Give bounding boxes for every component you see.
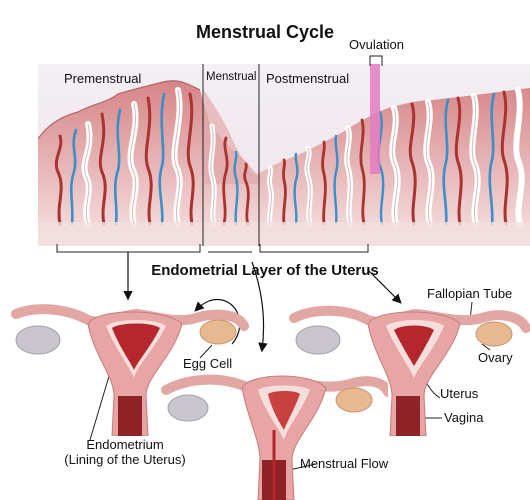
label-endometrium-line1: Endometrium (86, 437, 164, 452)
phase-ovulation: Ovulation (349, 37, 404, 52)
label-endometrium-line2: (Lining of the Uterus) (64, 452, 186, 467)
uterus-premenstrual (11, 304, 249, 436)
uterus-postmenstrual (289, 305, 530, 436)
shedding-tissue (204, 90, 260, 184)
ovulation-bar (370, 64, 380, 174)
ovulation-bracket (369, 55, 383, 66)
bracket-postmenstrual (259, 244, 369, 253)
arrow-to-right-uterus (367, 269, 402, 304)
phase-premenstrual: Premenstrual (64, 71, 142, 86)
endometrium-strip (38, 64, 530, 246)
diagram-title: Menstrual Cycle (195, 22, 335, 42)
label-fallopian-tube: Fallopian Tube (427, 286, 513, 301)
label-uterus: Uterus (440, 386, 479, 401)
bracket-premenstrual (56, 244, 201, 253)
label-egg-cell: Egg Cell (183, 356, 233, 371)
label-menstrual-flow: Menstrual Flow (300, 456, 389, 471)
phase-postmenstrual: Postmenstrual (266, 71, 350, 86)
label-vagina: Vagina (444, 410, 484, 425)
diagram-subtitle: Endometrial Layer of the Uterus (151, 262, 379, 279)
phase-menstrual: Menstrual (206, 71, 257, 83)
label-ovary: Ovary (478, 350, 513, 365)
uterus-menstrual (161, 374, 388, 500)
arrow-to-middle-uterus (251, 261, 268, 353)
egg-cell-arrow (194, 298, 241, 345)
label-endometrium: Endometrium (Lining of the Uterus) (40, 437, 210, 467)
